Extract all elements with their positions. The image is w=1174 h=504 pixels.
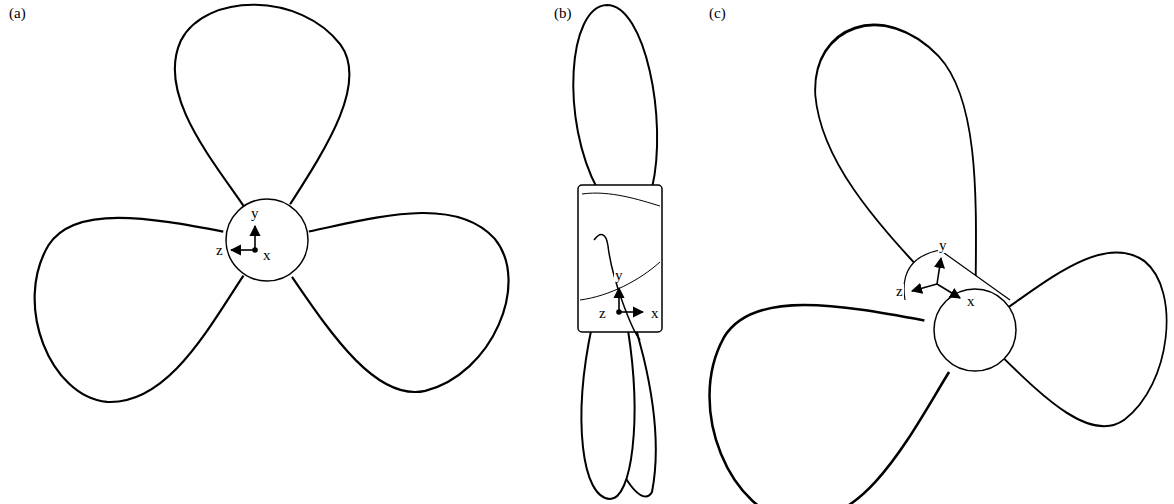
axis-label: z xyxy=(895,284,904,299)
axis-label: x xyxy=(262,248,272,263)
panel-letter: (c) xyxy=(708,6,727,21)
panel-letter: (b) xyxy=(553,6,573,21)
axis-label: y xyxy=(938,238,948,253)
axis-label: x xyxy=(650,306,660,321)
axis-arrows xyxy=(617,288,643,314)
axis-label: z xyxy=(215,243,224,258)
axis-label: x xyxy=(262,248,272,263)
axis-label: z xyxy=(215,243,224,258)
panel-letter: (a) xyxy=(8,6,27,21)
axis-label: y xyxy=(250,206,260,221)
axis-label: x xyxy=(650,306,660,321)
axis-label: x xyxy=(966,294,976,309)
front-view xyxy=(6,5,531,422)
panel-letter: (a) xyxy=(8,6,27,21)
axis-arrows xyxy=(912,258,960,298)
axis-label: y xyxy=(938,238,948,253)
axis-arrows xyxy=(231,226,257,252)
axis-label: z xyxy=(895,284,904,299)
side-view xyxy=(573,5,662,499)
axis-label: y xyxy=(614,268,624,283)
axis-label: z xyxy=(598,306,607,321)
axis-label: y xyxy=(250,206,260,221)
axis-label: x xyxy=(966,294,976,309)
perspective-view xyxy=(675,2,1174,504)
panel-letter: (c) xyxy=(708,6,727,21)
axis-label: z xyxy=(598,306,607,321)
panel-letter: (b) xyxy=(553,6,573,21)
axis-label: y xyxy=(614,268,624,283)
